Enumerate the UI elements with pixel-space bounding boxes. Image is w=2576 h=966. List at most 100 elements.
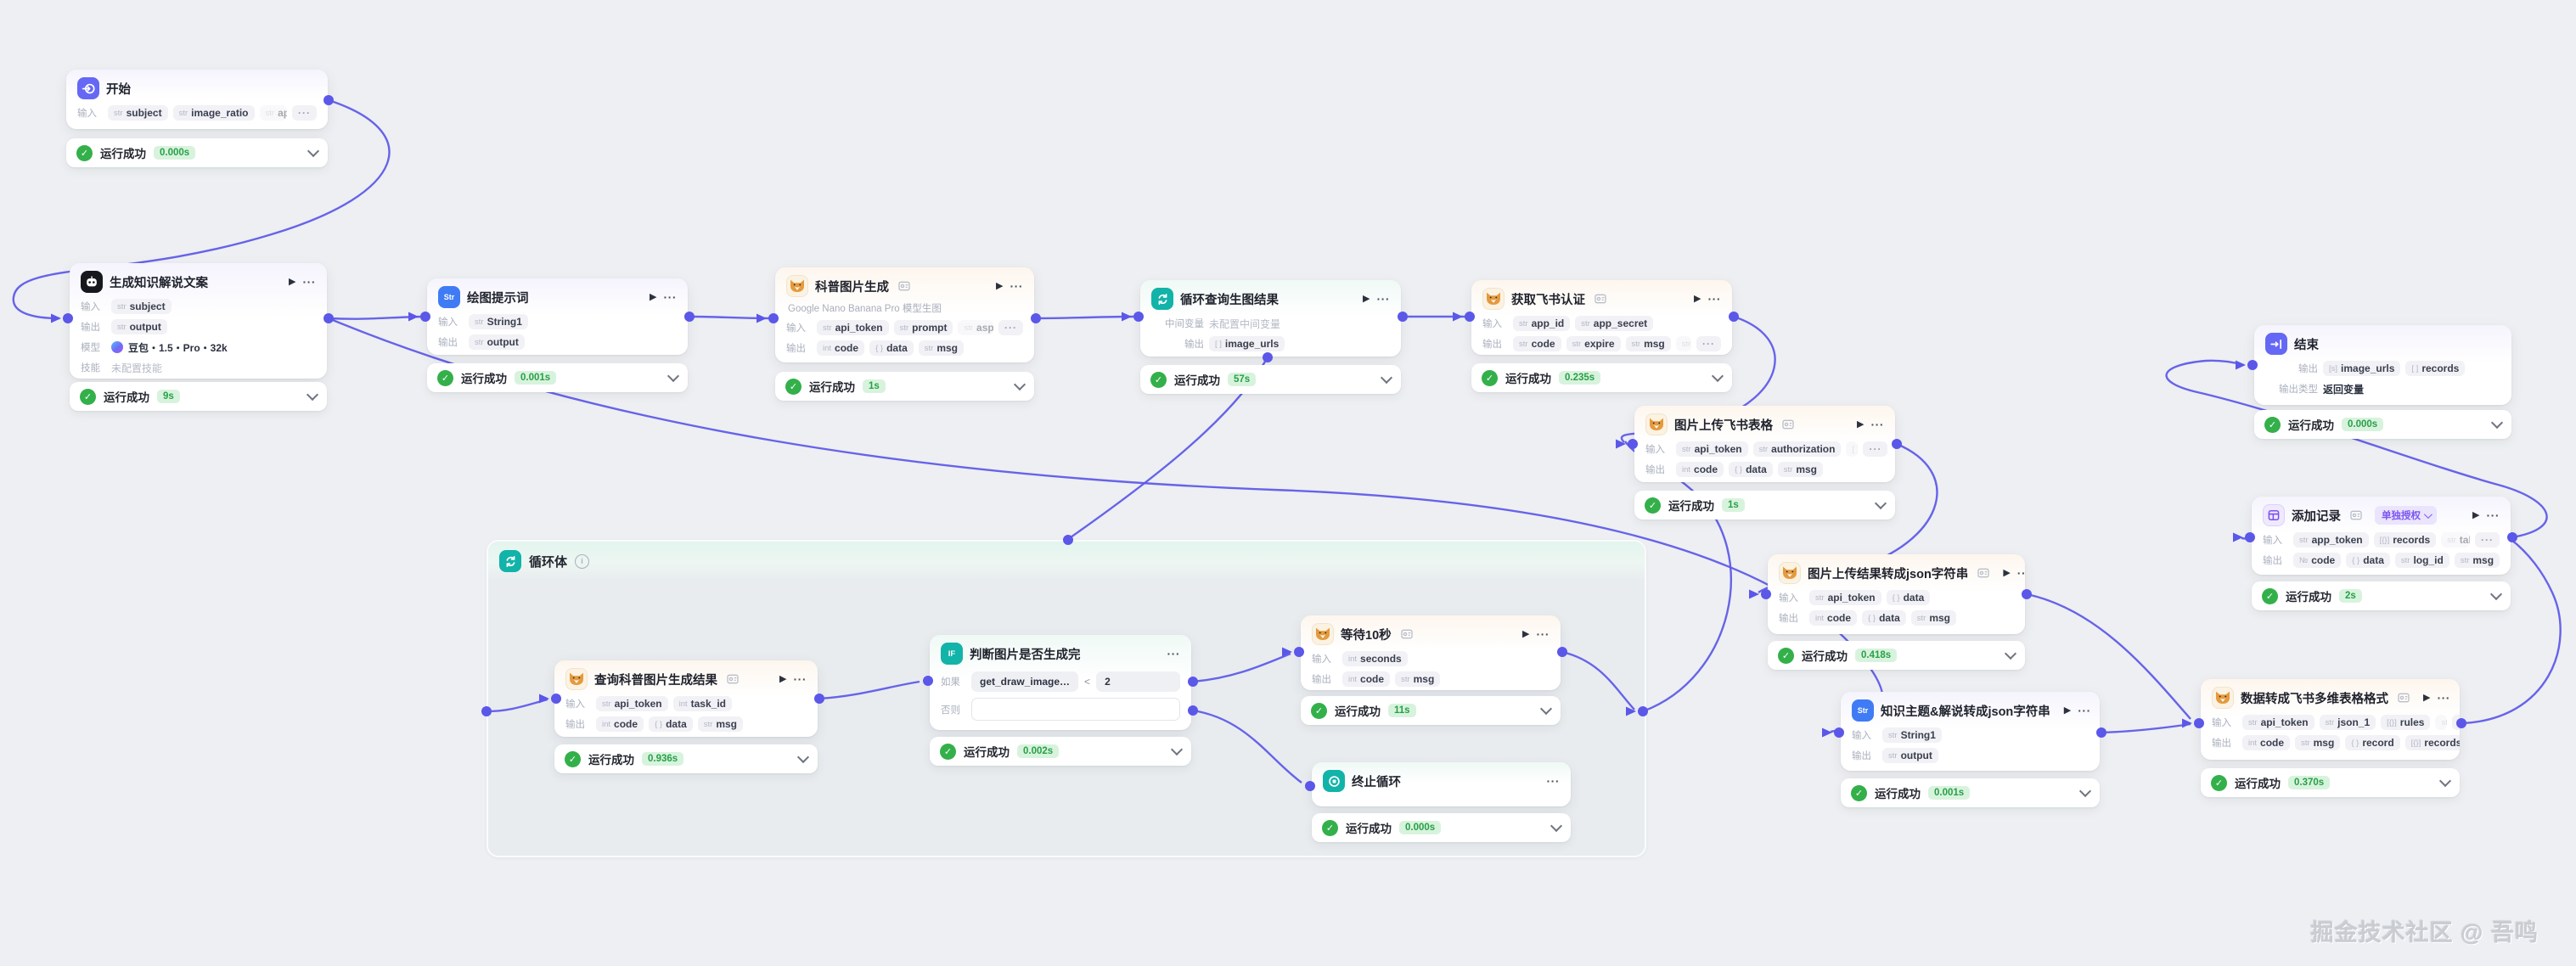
run-node-button[interactable]: ▶ <box>1857 418 1865 430</box>
node-menu-button[interactable]: ··· <box>663 290 677 304</box>
node-menu-button[interactable]: ··· <box>1707 292 1721 306</box>
run-node-button[interactable]: ▶ <box>779 673 787 684</box>
chevron-down-icon[interactable] <box>1550 819 1563 833</box>
condition-right[interactable]: 2 <box>1096 671 1180 692</box>
node-menu-button[interactable]: ··· <box>1376 292 1390 306</box>
more-params[interactable]: ··· <box>2452 715 2460 730</box>
more-params[interactable]: ··· <box>998 320 1023 335</box>
node-start[interactable]: 开始输入strsubjectstrimage_ratiostrapi_toke·… <box>66 70 328 129</box>
success-check-icon: ✓ <box>2264 416 2281 433</box>
run-node-button[interactable]: ▶ <box>650 291 657 302</box>
row-label: 模型 <box>81 343 100 353</box>
chevron-down-icon[interactable] <box>1380 371 1393 385</box>
row-label: 输出 <box>1645 465 1665 475</box>
chevron-down-icon[interactable] <box>307 144 320 158</box>
chevron-down-icon[interactable] <box>2078 784 2092 798</box>
chevron-down-icon[interactable] <box>2004 647 2017 660</box>
node-menu-button[interactable]: ··· <box>302 275 316 289</box>
condition-left[interactable]: get_draw_image… <box>971 671 1079 692</box>
type-prefix: str <box>602 699 611 709</box>
run-node-button[interactable]: ▶ <box>996 280 1004 291</box>
condition-else-box[interactable] <box>971 698 1180 721</box>
chevron-down-icon[interactable] <box>1874 497 1887 510</box>
node-break-loop[interactable]: 终止循环··· <box>1312 762 1571 806</box>
info-icon[interactable]: i <box>575 553 590 569</box>
node-menu-button[interactable]: ··· <box>2078 704 2091 717</box>
status-text: 运行成功 <box>1346 823 1392 835</box>
node-menu-button[interactable]: ··· <box>2437 691 2450 705</box>
node-menu-button[interactable]: ··· <box>1010 279 1023 293</box>
fox-icon <box>1482 288 1505 310</box>
param-pill: straspect_rati <box>958 320 993 335</box>
chevron-down-icon[interactable] <box>1013 378 1026 391</box>
chevron-down-icon[interactable] <box>306 388 319 402</box>
run-node-button[interactable]: ▶ <box>1522 628 1530 639</box>
chevron-down-icon[interactable] <box>1539 702 1553 716</box>
run-node-button[interactable]: ▶ <box>2472 509 2480 520</box>
chevron-down-icon[interactable] <box>2438 774 2452 788</box>
node-menu-button[interactable]: ··· <box>2486 508 2500 522</box>
chevron-down-icon[interactable] <box>2489 587 2503 601</box>
run-node-button[interactable]: ▶ <box>289 276 296 287</box>
run-node-button[interactable]: ▶ <box>2063 705 2072 716</box>
type-prefix: { } <box>2351 738 2359 748</box>
chevron-down-icon[interactable] <box>666 369 680 383</box>
node-header: 生成知识解说文案▶··· <box>81 270 316 294</box>
node-menu-button[interactable]: ··· <box>1536 627 1550 641</box>
more-params[interactable]: ··· <box>1863 441 1888 457</box>
node-menu-button[interactable]: ··· <box>793 672 807 686</box>
run-node-button[interactable]: ▶ <box>2423 692 2431 703</box>
condition-operator[interactable]: < <box>1084 676 1091 688</box>
chevron-down-icon[interactable] <box>1170 743 1184 756</box>
node-menu-button[interactable]: ··· <box>2016 566 2025 580</box>
auth-pill[interactable]: 单独授权 <box>2375 506 2437 525</box>
more-params[interactable]: ··· <box>292 105 317 121</box>
node-menu-button[interactable]: ··· <box>1167 647 1180 660</box>
node-menu-button[interactable]: ··· <box>1546 774 1560 788</box>
run-node-button[interactable]: ▶ <box>1363 293 1370 304</box>
str-icon: Str <box>438 286 460 308</box>
more-params[interactable]: ··· <box>2475 532 2500 548</box>
chevron-down-icon[interactable] <box>796 750 810 764</box>
more-params[interactable]: ··· <box>1696 336 1721 351</box>
row-label: 输出 <box>565 720 585 730</box>
node-menu-button[interactable]: ··· <box>1870 418 1884 431</box>
node-header: 查询科普图片生成结果▶··· <box>565 667 807 691</box>
chevron-down-icon[interactable] <box>1711 369 1724 383</box>
node-loop-query[interactable]: 循环查询生图结果▶···中间变量未配置中间变量输出[ ]image_urls <box>1140 280 1401 357</box>
chevron-down-icon[interactable] <box>2490 416 2504 430</box>
run-node-button[interactable]: ▶ <box>2003 567 2011 578</box>
run-node-button[interactable]: ▶ <box>1694 293 1701 304</box>
